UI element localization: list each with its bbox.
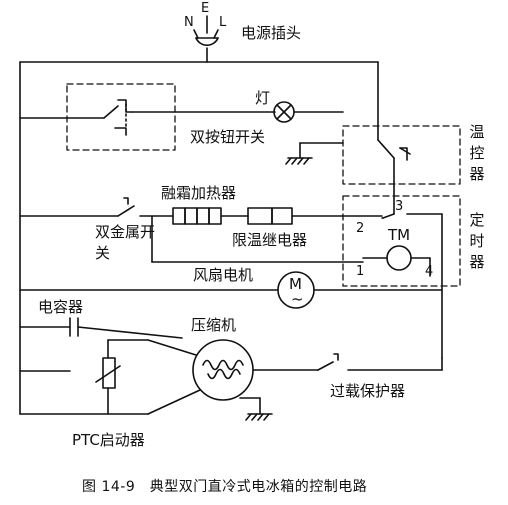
timer-label: 定时器 <box>469 211 485 271</box>
timer-terminal-3: 3 <box>395 199 404 214</box>
lamp-label: 灯 <box>255 89 271 107</box>
double-button-switch-box <box>67 84 175 150</box>
ptc-starter-label: PTC启动器 <box>72 431 145 449</box>
double-button-switch-label: 双按钮开关 <box>190 128 266 146</box>
power-plug-label: 电源插头 <box>241 24 302 42</box>
temp-limit-relay-label: 限温继电器 <box>232 231 308 249</box>
thermostat-symbol <box>286 128 410 214</box>
plug-n-label: N <box>184 15 194 30</box>
motor-ac-label: ~ <box>291 290 304 308</box>
timer-terminal-4: 4 <box>425 264 434 279</box>
thermostat-box <box>343 126 460 184</box>
thermostat-label: 温控器 <box>469 123 485 183</box>
compressor-label: 压缩机 <box>191 316 237 334</box>
motor-m-label: M <box>289 275 302 293</box>
timer-terminal-2: 2 <box>356 221 365 236</box>
fan-motor-wiring <box>20 216 442 308</box>
overload-protector-symbol <box>318 354 442 370</box>
defrost-heater-label: 融霜加热器 <box>161 184 237 202</box>
capacitor-label: 电容器 <box>38 298 84 316</box>
plug-e-label: E <box>201 1 210 16</box>
power-plug-symbol <box>194 16 218 62</box>
main-wiring <box>20 62 378 414</box>
ptc-starter-symbol <box>20 340 196 414</box>
plug-l-label: L <box>219 15 227 30</box>
compressor-symbol <box>148 340 318 420</box>
timer-symbol <box>363 214 442 358</box>
defrost-heater-row <box>20 198 382 224</box>
figure-caption: 图 14-9 典型双门直冷式电冰箱的控制电路 <box>82 479 368 495</box>
timer-box <box>343 196 460 286</box>
timer-motor-tm-label: TM <box>388 226 411 244</box>
double-button-switch-symbol <box>20 100 275 135</box>
lamp-symbol <box>274 102 343 122</box>
bimetal-switch-label: 双金属开关 <box>95 223 156 262</box>
capacitor-symbol <box>20 318 182 338</box>
timer-terminal-1: 1 <box>356 264 365 279</box>
fan-motor-label: 风扇电机 <box>193 266 254 284</box>
overload-protector-label: 过载保护器 <box>330 382 406 400</box>
